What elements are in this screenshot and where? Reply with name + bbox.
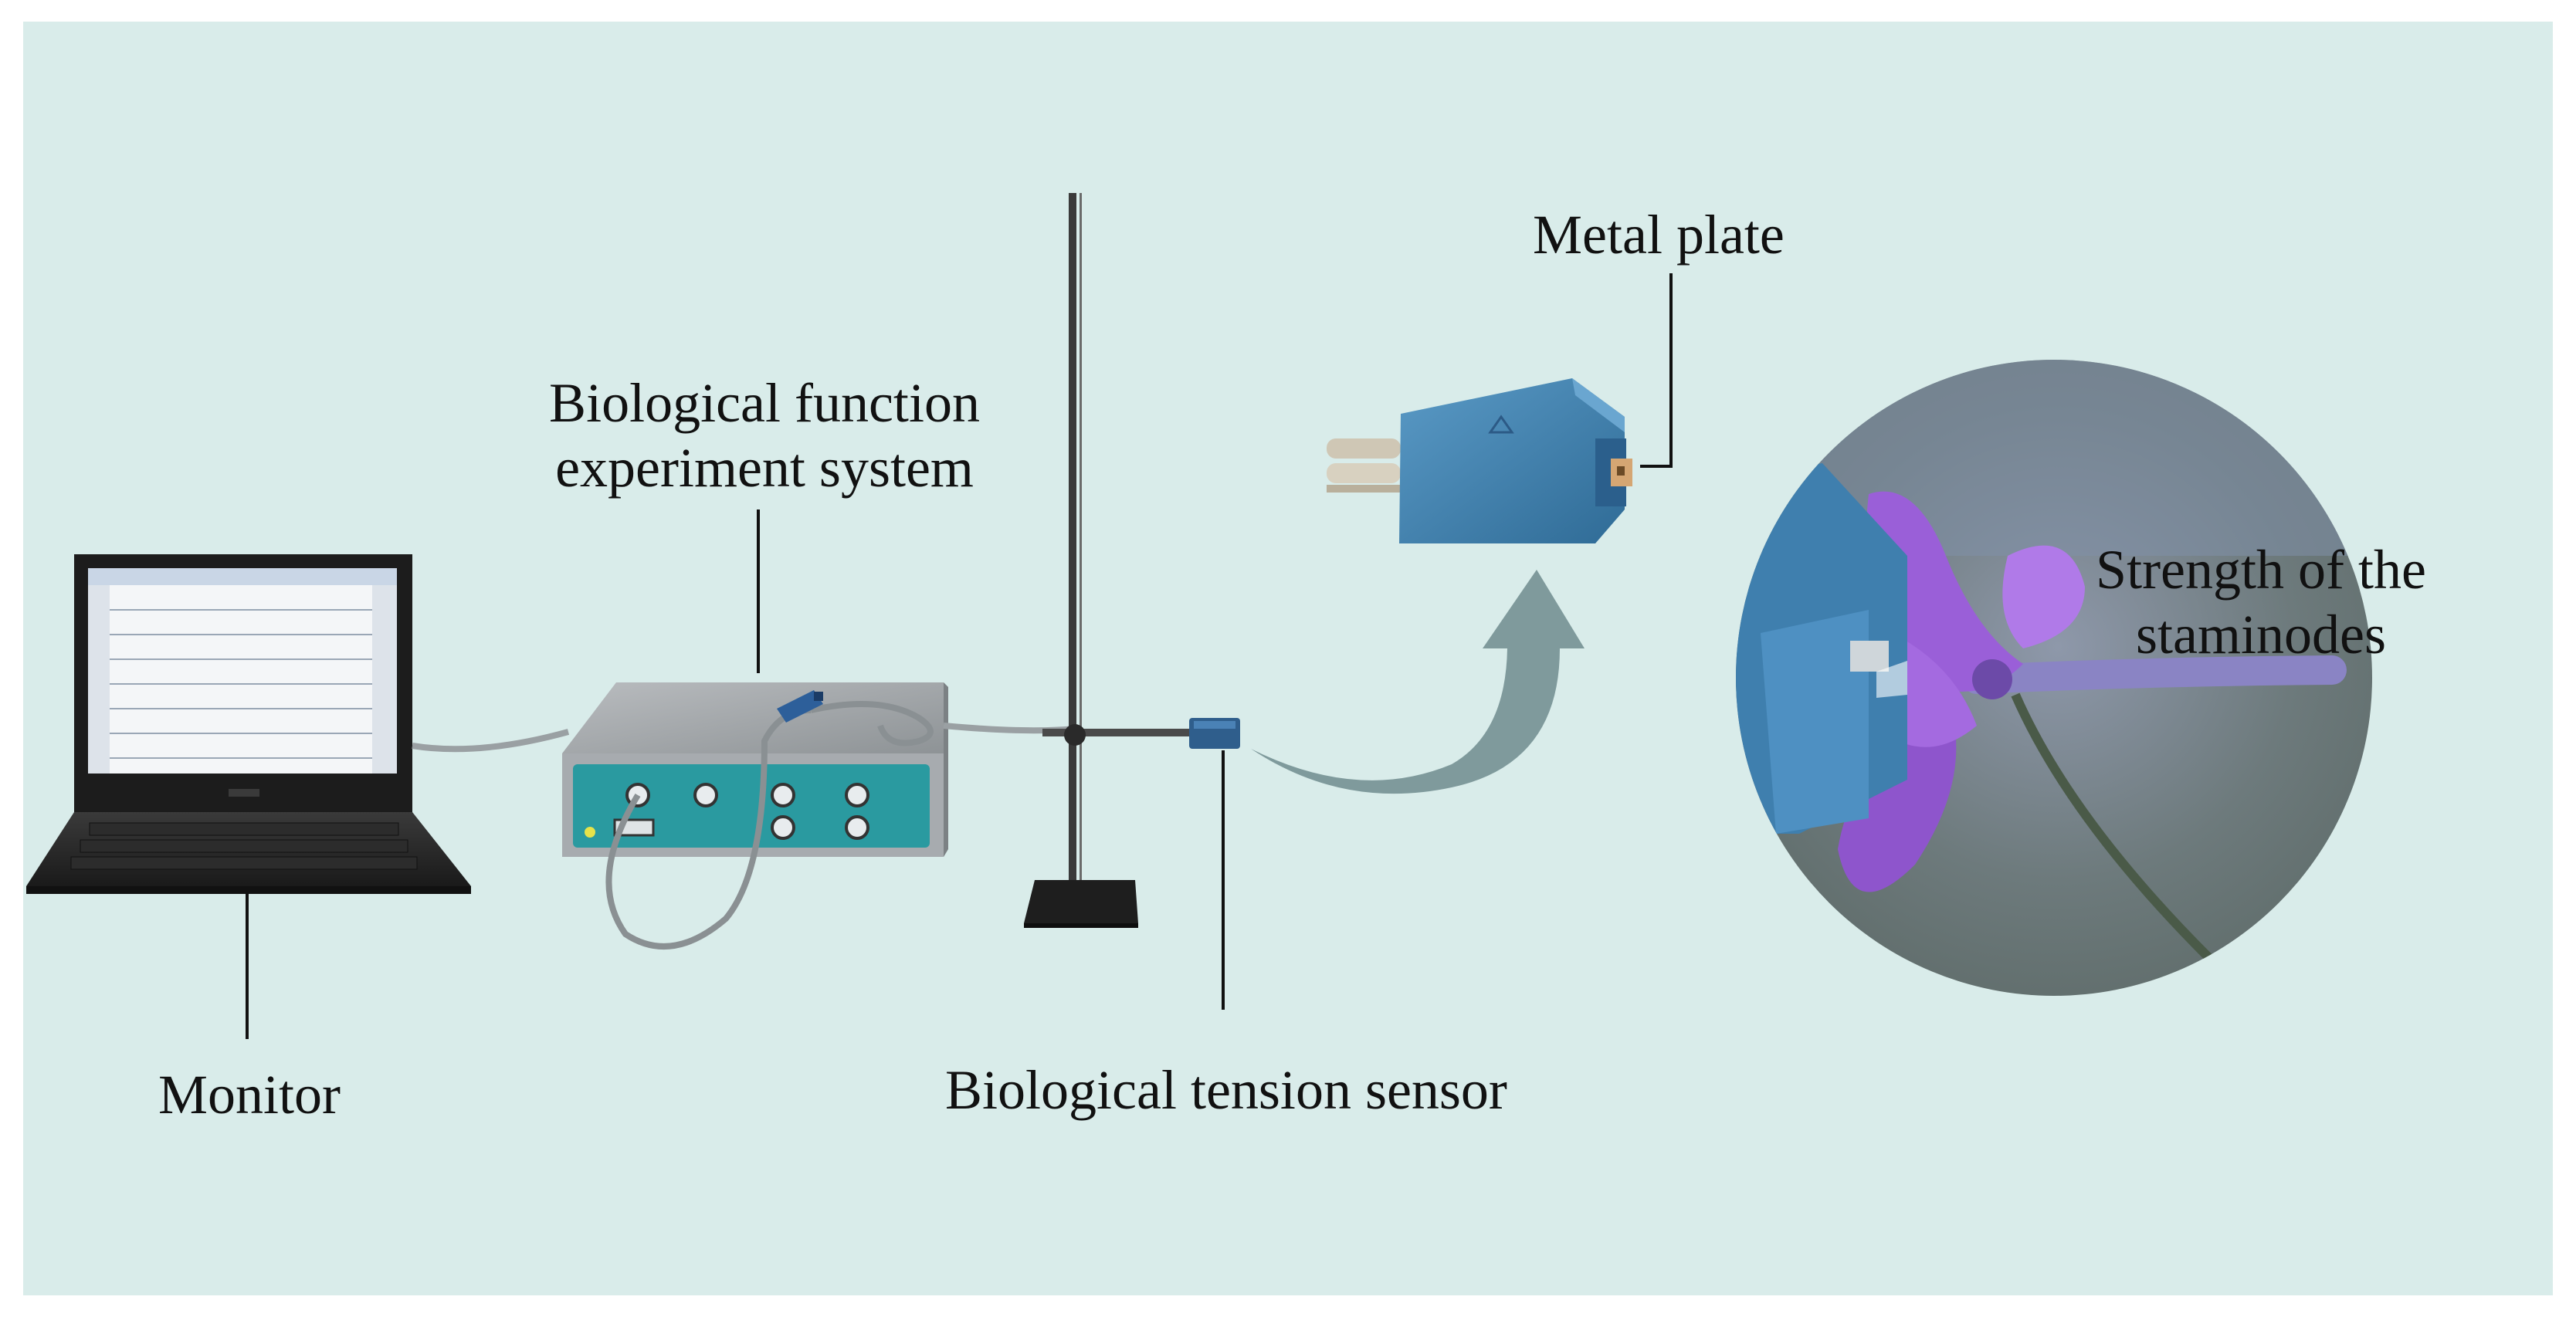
tension-sensor-icon	[1189, 718, 1240, 749]
bio-system-line1: Biological function	[549, 372, 980, 434]
sensor-label: Biological tension sensor	[945, 1058, 1507, 1122]
sensor-closeup	[1327, 378, 1632, 543]
staminodes-line1: Strength of the	[2096, 539, 2426, 601]
curved-arrow-icon	[1251, 570, 1585, 794]
monitor-text: Monitor	[158, 1064, 341, 1126]
laptop-icon	[26, 554, 471, 894]
staminodes-label: Strength of the staminodes	[2076, 537, 2446, 667]
monitor-label: Monitor	[158, 1062, 341, 1127]
lab-stand-icon	[1024, 193, 1197, 928]
sensor-text: Biological tension sensor	[945, 1059, 1507, 1121]
leader-metal-plate	[1640, 273, 1673, 468]
metal-plate-text: Metal plate	[1533, 204, 1785, 266]
bio-system-line2: experiment system	[555, 437, 974, 499]
flower-photo	[1736, 360, 2372, 996]
cable-laptop-box	[412, 729, 570, 753]
bio-system-label: Biological function experiment system	[525, 371, 1004, 500]
experiment-box-icon	[562, 682, 948, 950]
metal-plate-label: Metal plate	[1533, 202, 1785, 267]
staminodes-line2: staminodes	[2136, 604, 2386, 665]
